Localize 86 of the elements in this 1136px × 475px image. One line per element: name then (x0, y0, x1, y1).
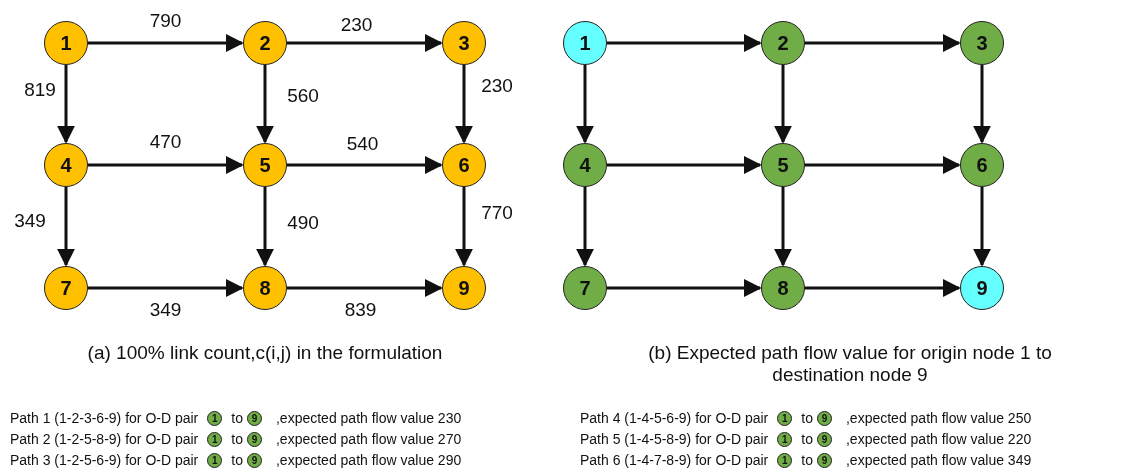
arrow (805, 156, 961, 174)
arrow (774, 187, 792, 267)
path-description: ,expected path flow value 349 (846, 452, 1032, 468)
edge-label: 770 (481, 201, 513, 224)
caption: (b) Expected path flow value for origin node 1 to destination node 9 (647, 342, 1053, 386)
arrow (287, 279, 443, 297)
path-description: ,expected path flow value 270 (276, 431, 462, 447)
node-circle: 1 (44, 21, 88, 65)
edge-label: 230 (481, 75, 513, 97)
node-circle: 9 (960, 266, 1004, 310)
node-circle: 7 (44, 266, 88, 310)
path-description: to (801, 452, 813, 468)
edge-label: 349 (149, 299, 182, 321)
arrow (88, 156, 244, 174)
node-marker: 1 (207, 452, 223, 468)
edge-label: 819 (24, 79, 56, 101)
arrow (256, 65, 274, 144)
edge-label: 230 (340, 14, 373, 36)
node-marker: 1 (777, 410, 793, 426)
node-marker: 9 (247, 452, 262, 468)
node-circle: 2 (243, 21, 287, 65)
node-marker: 9 (247, 431, 262, 447)
arrow (576, 187, 594, 267)
edge-label: 839 (344, 299, 377, 321)
node-circle: 3 (442, 21, 486, 65)
path-description: ,expected path flow value 250 (846, 410, 1032, 426)
arrow (607, 34, 762, 52)
arrow (455, 65, 473, 144)
node-circle: 5 (761, 143, 805, 187)
path-description: to (801, 410, 813, 426)
node-marker: 1 (777, 431, 793, 447)
edge-label: 490 (287, 211, 319, 234)
edge-label: 560 (287, 85, 319, 107)
edge-label: 540 (346, 133, 379, 155)
path-description: Path 6 (1-4-7-8-9) for O-D pair (580, 452, 769, 468)
path-description: to (231, 431, 243, 447)
path-description: to (801, 431, 813, 447)
edge-label: 790 (149, 10, 182, 32)
arrow (287, 34, 443, 52)
path-description: ,expected path flow value 220 (846, 431, 1032, 447)
node-marker: 9 (817, 431, 832, 447)
path-description: Path 2 (1-2-5-8-9) for O-D pair (10, 431, 199, 447)
node-circle: 8 (243, 266, 287, 310)
node-circle: 9 (442, 266, 486, 310)
arrow (805, 279, 961, 297)
path-description: to (231, 410, 243, 426)
arrow (774, 65, 792, 144)
node-marker: 1 (777, 452, 793, 468)
arrow (973, 187, 991, 267)
arrow (607, 156, 762, 174)
node-marker: 1 (207, 410, 223, 426)
node-circle: 3 (960, 21, 1004, 65)
path-description: Path 5 (1-4-5-8-9) for O-D pair (580, 431, 769, 447)
node-circle: 4 (44, 143, 88, 187)
caption: (a) 100% link count,c(i,j) in the formulation (86, 342, 444, 364)
edge-label: 349 (14, 209, 46, 232)
arrow (607, 279, 762, 297)
arrow (256, 187, 274, 267)
path-description: Path 3 (1-2-5-6-9) for O-D pair (10, 452, 199, 468)
path-description: ,expected path flow value 230 (276, 410, 462, 426)
node-circle: 1 (563, 21, 607, 65)
arrow (57, 187, 75, 267)
arrow (455, 187, 473, 267)
node-marker: 9 (817, 410, 832, 426)
node-circle: 4 (563, 143, 607, 187)
edge-label: 470 (149, 131, 182, 153)
node-marker: 9 (247, 410, 262, 426)
node-circle: 7 (563, 266, 607, 310)
node-circle: 6 (442, 143, 486, 187)
path-description: ,expected path flow value 290 (276, 452, 462, 468)
arrow (88, 279, 244, 297)
arrow (57, 65, 75, 144)
node-circle: 5 (243, 143, 287, 187)
arrow (287, 156, 443, 174)
arrow (805, 34, 961, 52)
node-marker: 9 (817, 452, 832, 468)
arrow (973, 65, 991, 144)
path-description: Path 4 (1-4-5-6-9) for O-D pair (580, 410, 769, 426)
path-description: Path 1 (1-2-3-6-9) for O-D pair (10, 410, 199, 426)
arrow (576, 65, 594, 144)
node-marker: 1 (207, 431, 223, 447)
node-circle: 2 (761, 21, 805, 65)
path-description: to (231, 452, 243, 468)
node-circle: 8 (761, 266, 805, 310)
arrow (88, 34, 244, 52)
node-circle: 6 (960, 143, 1004, 187)
